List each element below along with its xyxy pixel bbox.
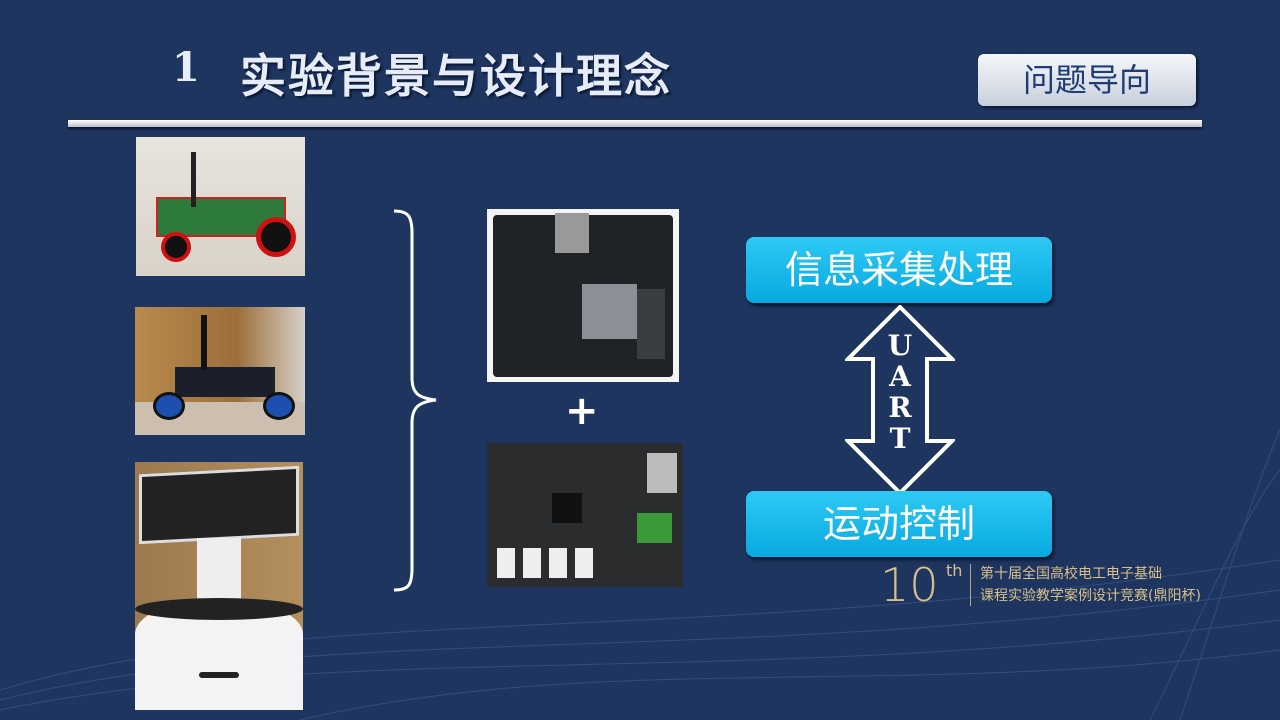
grouping-brace [393, 209, 437, 592]
zynq-fpga-board-photo [487, 209, 679, 382]
plus-sign: + [565, 388, 599, 434]
uart-letter: R [888, 391, 912, 424]
uart-letter: T [889, 422, 911, 455]
section-number: 1 [172, 44, 200, 91]
competition-logo-number: 10 [880, 558, 939, 612]
problem-oriented-tag: 问题导向 [978, 54, 1196, 106]
uart-letter: U [887, 329, 913, 362]
logo-line-1: 第十届全国高校电工电子基础 [980, 566, 1162, 582]
uart-letter: A [889, 360, 911, 393]
competition-logo-text: 第十届全国高校电工电子基础 课程实验教学案例设计竞赛(鼎阳杯) [980, 563, 1201, 607]
title-divider [68, 120, 1202, 127]
page-title: 实验背景与设计理念 [240, 49, 672, 103]
robot-car-with-arm-photo [136, 137, 305, 276]
motion-control-box: 运动控制 [746, 491, 1052, 557]
uart-label: U A R T [878, 330, 922, 454]
service-robot-photo [135, 462, 303, 710]
info-processing-box: 信息采集处理 [746, 237, 1052, 303]
logo-line-2: 课程实验教学案例设计竞赛(鼎阳杯) [980, 588, 1201, 604]
competition-logo-suffix: th [946, 561, 963, 580]
motor-control-board-photo [487, 443, 683, 587]
logo-separator [970, 564, 971, 606]
mecanum-robot-car-photo [135, 307, 305, 435]
